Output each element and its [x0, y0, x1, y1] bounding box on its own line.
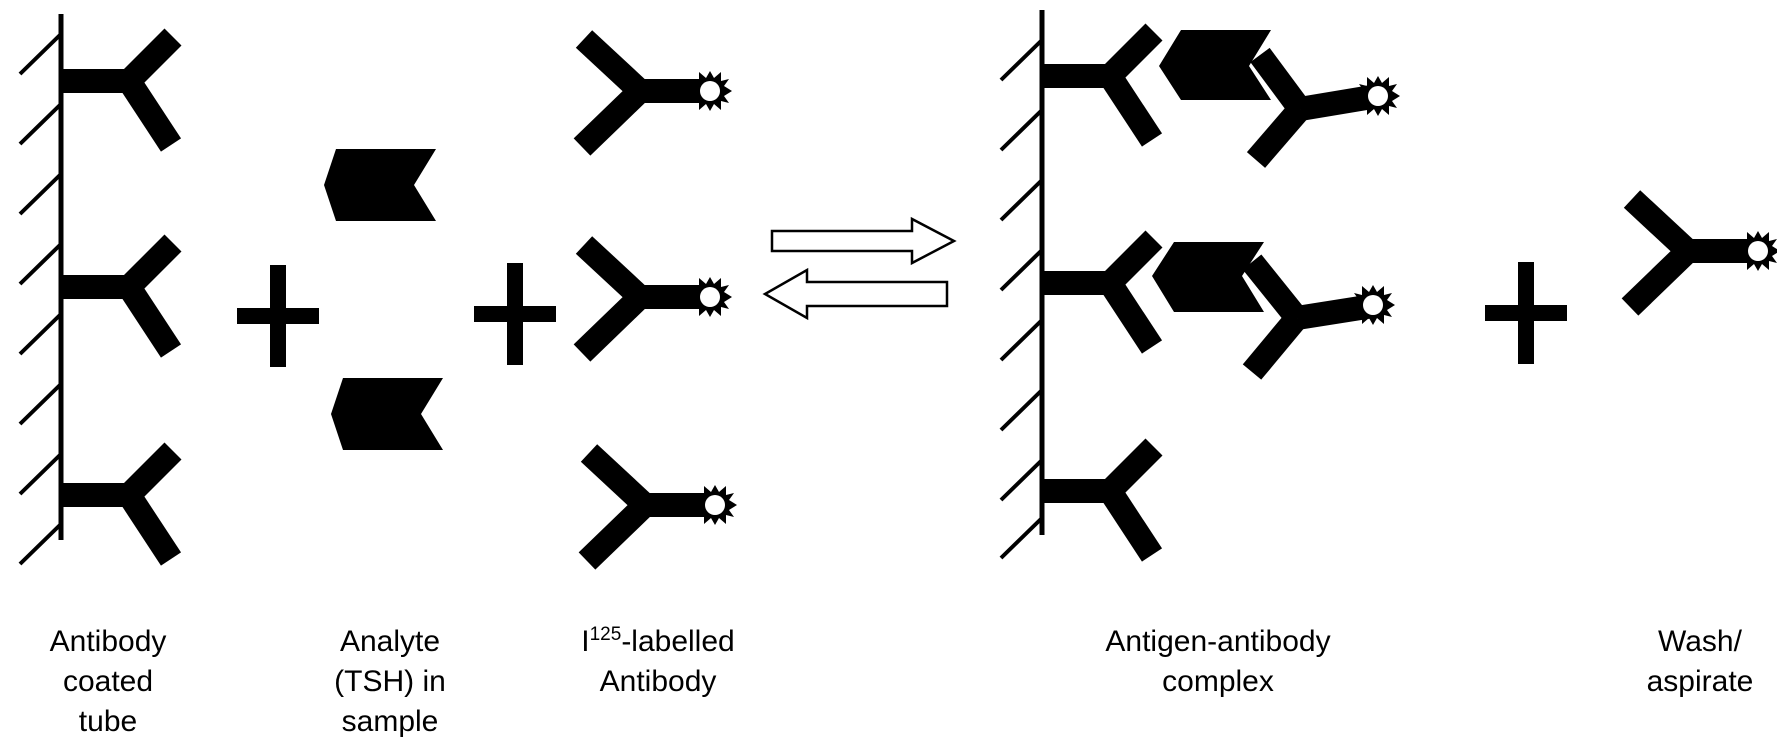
label-line: Antibody	[599, 665, 717, 698]
label-labelled-antibody: I125-labelled Antibody	[548, 622, 768, 702]
reverse-arrow-icon	[762, 267, 949, 321]
analyte-group	[324, 149, 443, 450]
label-prefix: I	[581, 625, 590, 658]
label-line: Analyte	[339, 625, 441, 658]
iodine-label-icon	[1356, 76, 1400, 116]
plus-sign	[1485, 262, 1567, 364]
labelled-antibody	[582, 245, 732, 353]
antigen-antibody-complex	[999, 10, 1400, 558]
label-wash: Wash/ aspirate	[1620, 622, 1777, 702]
bound-antibody	[61, 451, 173, 559]
label-suffix: -labelled	[621, 625, 735, 658]
labelled-antibody	[1242, 254, 1375, 380]
bound-antibody	[1042, 239, 1154, 347]
label-line: Antigen-antibody	[1105, 625, 1331, 658]
label-line: coated	[62, 665, 154, 698]
bound-antibody	[61, 243, 173, 351]
label-line: tube	[78, 705, 138, 738]
label-line: sample	[341, 705, 439, 738]
antibody-coated-tube	[18, 14, 173, 564]
plus-sign	[474, 263, 556, 365]
labelled-antibody	[587, 453, 737, 561]
bound-antibody	[61, 37, 173, 145]
label-line: I125-labelled	[548, 622, 768, 662]
label-line: complex	[1162, 665, 1274, 698]
labelled-antibody-group	[582, 39, 737, 561]
forward-arrow-icon	[770, 216, 957, 266]
labelled-antibody	[582, 39, 732, 147]
plus-sign	[237, 265, 319, 367]
isotope-superscript: 125	[589, 624, 622, 645]
bound-antibody	[1042, 32, 1154, 140]
label-line: (TSH) in	[334, 665, 446, 698]
label-line: Wash/	[1658, 625, 1742, 658]
label-complex: Antigen-antibody complex	[1068, 622, 1368, 702]
label-line: Antibody	[49, 625, 167, 658]
label-antibody-coated-tube: Antibody coated tube	[8, 622, 208, 742]
analyte-chevron	[324, 149, 436, 221]
bound-antibody	[1042, 447, 1154, 555]
analyte-chevron	[331, 378, 443, 450]
captured-analyte	[1152, 242, 1264, 312]
label-line: aspirate	[1646, 665, 1754, 698]
equilibrium-arrows	[762, 216, 957, 321]
captured-analyte	[1159, 30, 1271, 100]
unbound-labelled-antibody	[1630, 199, 1777, 307]
iodine-label-icon	[1351, 285, 1395, 325]
label-analyte: Analyte (TSH) in sample	[290, 622, 490, 742]
